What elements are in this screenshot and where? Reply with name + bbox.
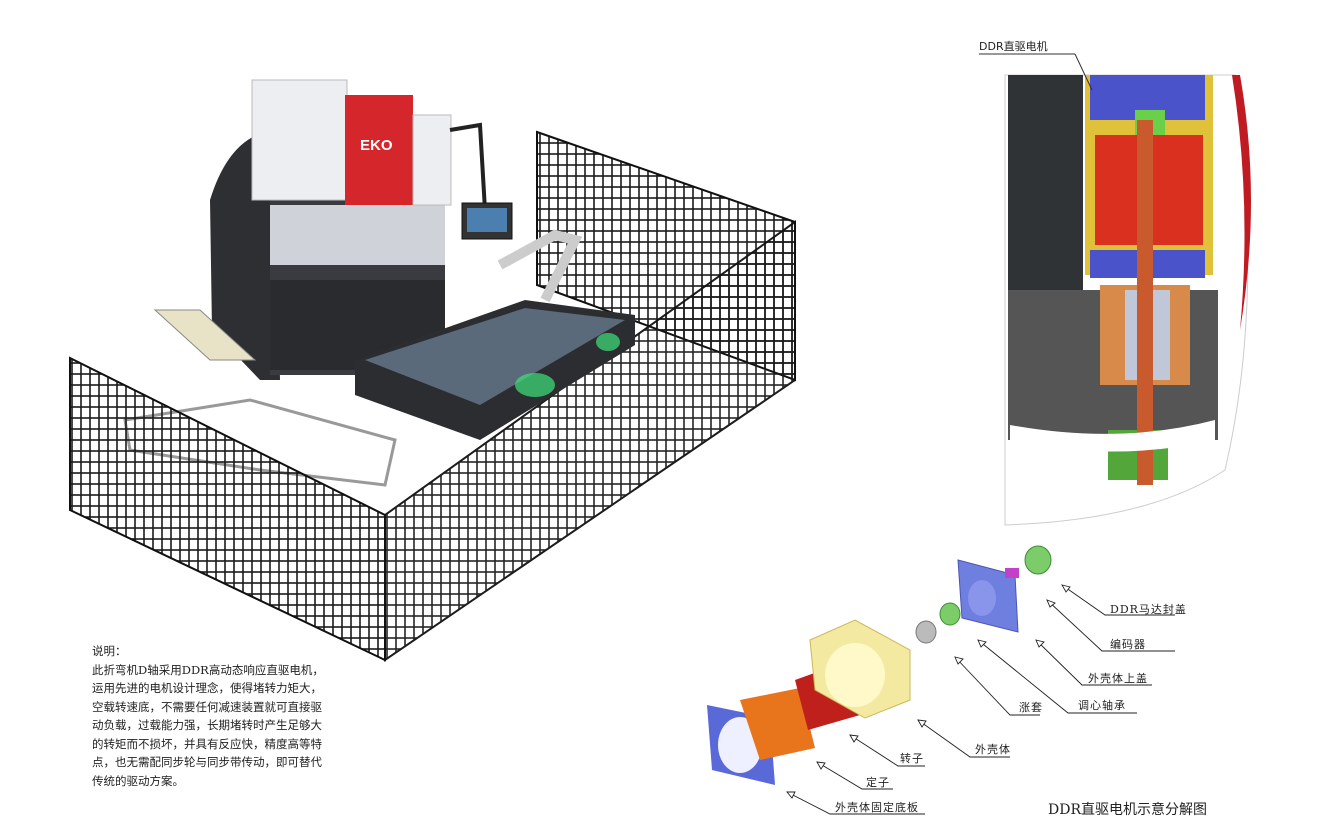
stator-part (740, 688, 815, 760)
description-line: 动负载，过载能力强，长期堵转时产生足够大 (92, 718, 322, 732)
part-label-seal-cover: DDR马达封盖 (1110, 603, 1187, 616)
part-label-expansion-sleeve: 涨套 (1019, 701, 1043, 714)
part-label-bearing: 调心轴承 (1078, 699, 1126, 712)
description-line: 的转矩而不损坏，并具有反应快，精度高等特 (92, 736, 322, 751)
part-label-encoder: 编码器 (1110, 638, 1146, 651)
expansion-sleeve-part (915, 620, 937, 644)
robot-arm (497, 229, 583, 303)
bearing-part (939, 602, 961, 626)
part-label-housing: 外壳体 (975, 743, 1011, 756)
exploded-view-caption: DDR直驱电机示意分解图 (1048, 802, 1207, 818)
part-label-top-cover: 外壳体上盖 (1088, 672, 1148, 685)
exploded-leader-lines (786, 584, 1175, 815)
description-block: 说明： 此折弯机D轴采用DDR高动态响应直驱电机， 运用先进的电机设计理念，使得… (92, 642, 392, 790)
arrowheads (786, 584, 1071, 799)
description-line: 空载转速底，不需要任何减速装置就可直接驱 (92, 699, 322, 714)
encoder-part (1005, 568, 1019, 578)
eko-logo: EKO (360, 137, 393, 154)
description-line: 点，也无需配同步轮与同步带传动，即可替代 (92, 755, 322, 769)
sheet-rack (153, 309, 257, 361)
description-heading: 说明： (92, 644, 127, 658)
part-label-rotor: 转子 (900, 752, 924, 765)
press-brake-top-cover (251, 79, 348, 201)
description-line: 此折弯机D轴采用DDR高动态响应直驱电机， (92, 662, 324, 677)
seal-cover-part (1024, 545, 1052, 575)
ddr-motor-cutaway-label: DDR直驱电机 (979, 40, 1048, 53)
safety-fence-left (69, 356, 386, 662)
part-label-base-plate: 外壳体固定底板 (835, 801, 919, 814)
part-label-stator: 定子 (866, 776, 890, 789)
press-brake-red-panel (345, 95, 413, 205)
description-line: 运用先进的电机设计理念，使得堵转力矩大， (92, 681, 322, 695)
description-line: 传统的驱动方案。 (92, 773, 184, 788)
